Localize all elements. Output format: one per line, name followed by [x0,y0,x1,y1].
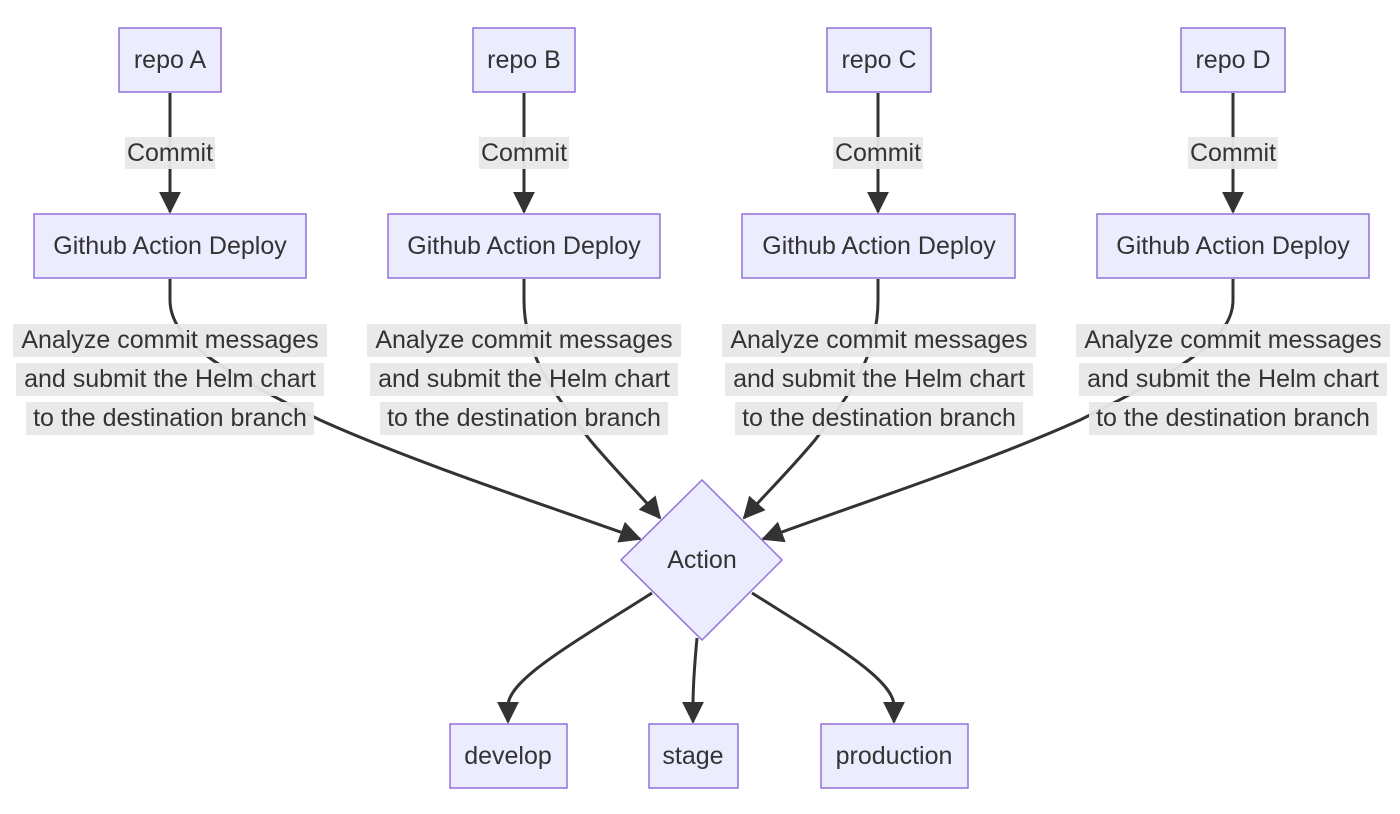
node-develop: develop [449,723,568,789]
node-repo-d: repo D [1180,27,1286,93]
svg-text:repo B: repo B [487,46,561,74]
edge-action-to-production [751,591,905,724]
svg-text:Analyze commit messages: Analyze commit messages [21,326,318,354]
svg-text:and submit the Helm chart: and submit the Helm chart [1087,365,1379,393]
edge-label-commit-d: Commit [1188,137,1278,169]
svg-text:to the destination branch: to the destination branch [742,404,1016,432]
svg-text:production: production [836,742,953,770]
edge-action-to-stage [682,637,704,724]
edge-label-analyze-c: Analyze commit messages and submit the H… [722,324,1036,435]
edge-deploy-b-to-action [522,279,662,520]
edge-deploy-c-to-action [742,279,880,520]
svg-text:and submit the Helm chart: and submit the Helm chart [733,365,1025,393]
node-deploy-b: Github Action Deploy [387,213,661,279]
svg-text:Action: Action [667,546,736,574]
svg-text:to the destination branch: to the destination branch [33,404,307,432]
svg-text:Github Action Deploy: Github Action Deploy [762,232,996,260]
edge-label-analyze-a: Analyze commit messages and submit the H… [13,324,327,435]
node-deploy-c: Github Action Deploy [741,213,1016,279]
node-action-decision: Action [619,478,784,642]
svg-text:and submit the Helm chart: and submit the Helm chart [24,365,316,393]
svg-text:Analyze commit messages: Analyze commit messages [1084,326,1381,354]
edge-label-commit-b: Commit [479,137,569,169]
svg-text:Github Action Deploy: Github Action Deploy [407,232,641,260]
edge-label-commit-c: Commit [833,137,923,169]
node-deploy-d: Github Action Deploy [1096,213,1370,279]
node-production: production [820,723,969,789]
edge-action-to-develop [497,591,653,724]
svg-text:repo A: repo A [134,46,207,74]
edge-label-analyze-d: Analyze commit messages and submit the H… [1076,324,1390,435]
node-repo-c: repo C [826,27,932,93]
svg-text:Github Action Deploy: Github Action Deploy [53,232,287,260]
svg-text:to the destination branch: to the destination branch [387,404,661,432]
svg-text:Commit: Commit [127,139,213,167]
svg-text:Analyze commit messages: Analyze commit messages [730,326,1027,354]
svg-text:repo D: repo D [1195,46,1270,74]
svg-text:and submit the Helm chart: and submit the Helm chart [378,365,670,393]
svg-text:Commit: Commit [481,139,567,167]
svg-text:Github Action Deploy: Github Action Deploy [1116,232,1350,260]
node-stage: stage [648,723,739,789]
svg-text:Commit: Commit [835,139,921,167]
svg-text:Analyze commit messages: Analyze commit messages [375,326,672,354]
svg-text:Commit: Commit [1190,139,1276,167]
node-repo-b: repo B [472,27,576,93]
svg-text:repo C: repo C [841,46,916,74]
svg-text:to the destination branch: to the destination branch [1096,404,1370,432]
edge-label-commit-a: Commit [125,137,215,169]
svg-text:develop: develop [464,742,552,770]
node-repo-a: repo A [118,27,222,93]
svg-text:stage: stage [662,742,723,770]
node-deploy-a: Github Action Deploy [33,213,307,279]
edge-label-analyze-b: Analyze commit messages and submit the H… [367,324,681,435]
